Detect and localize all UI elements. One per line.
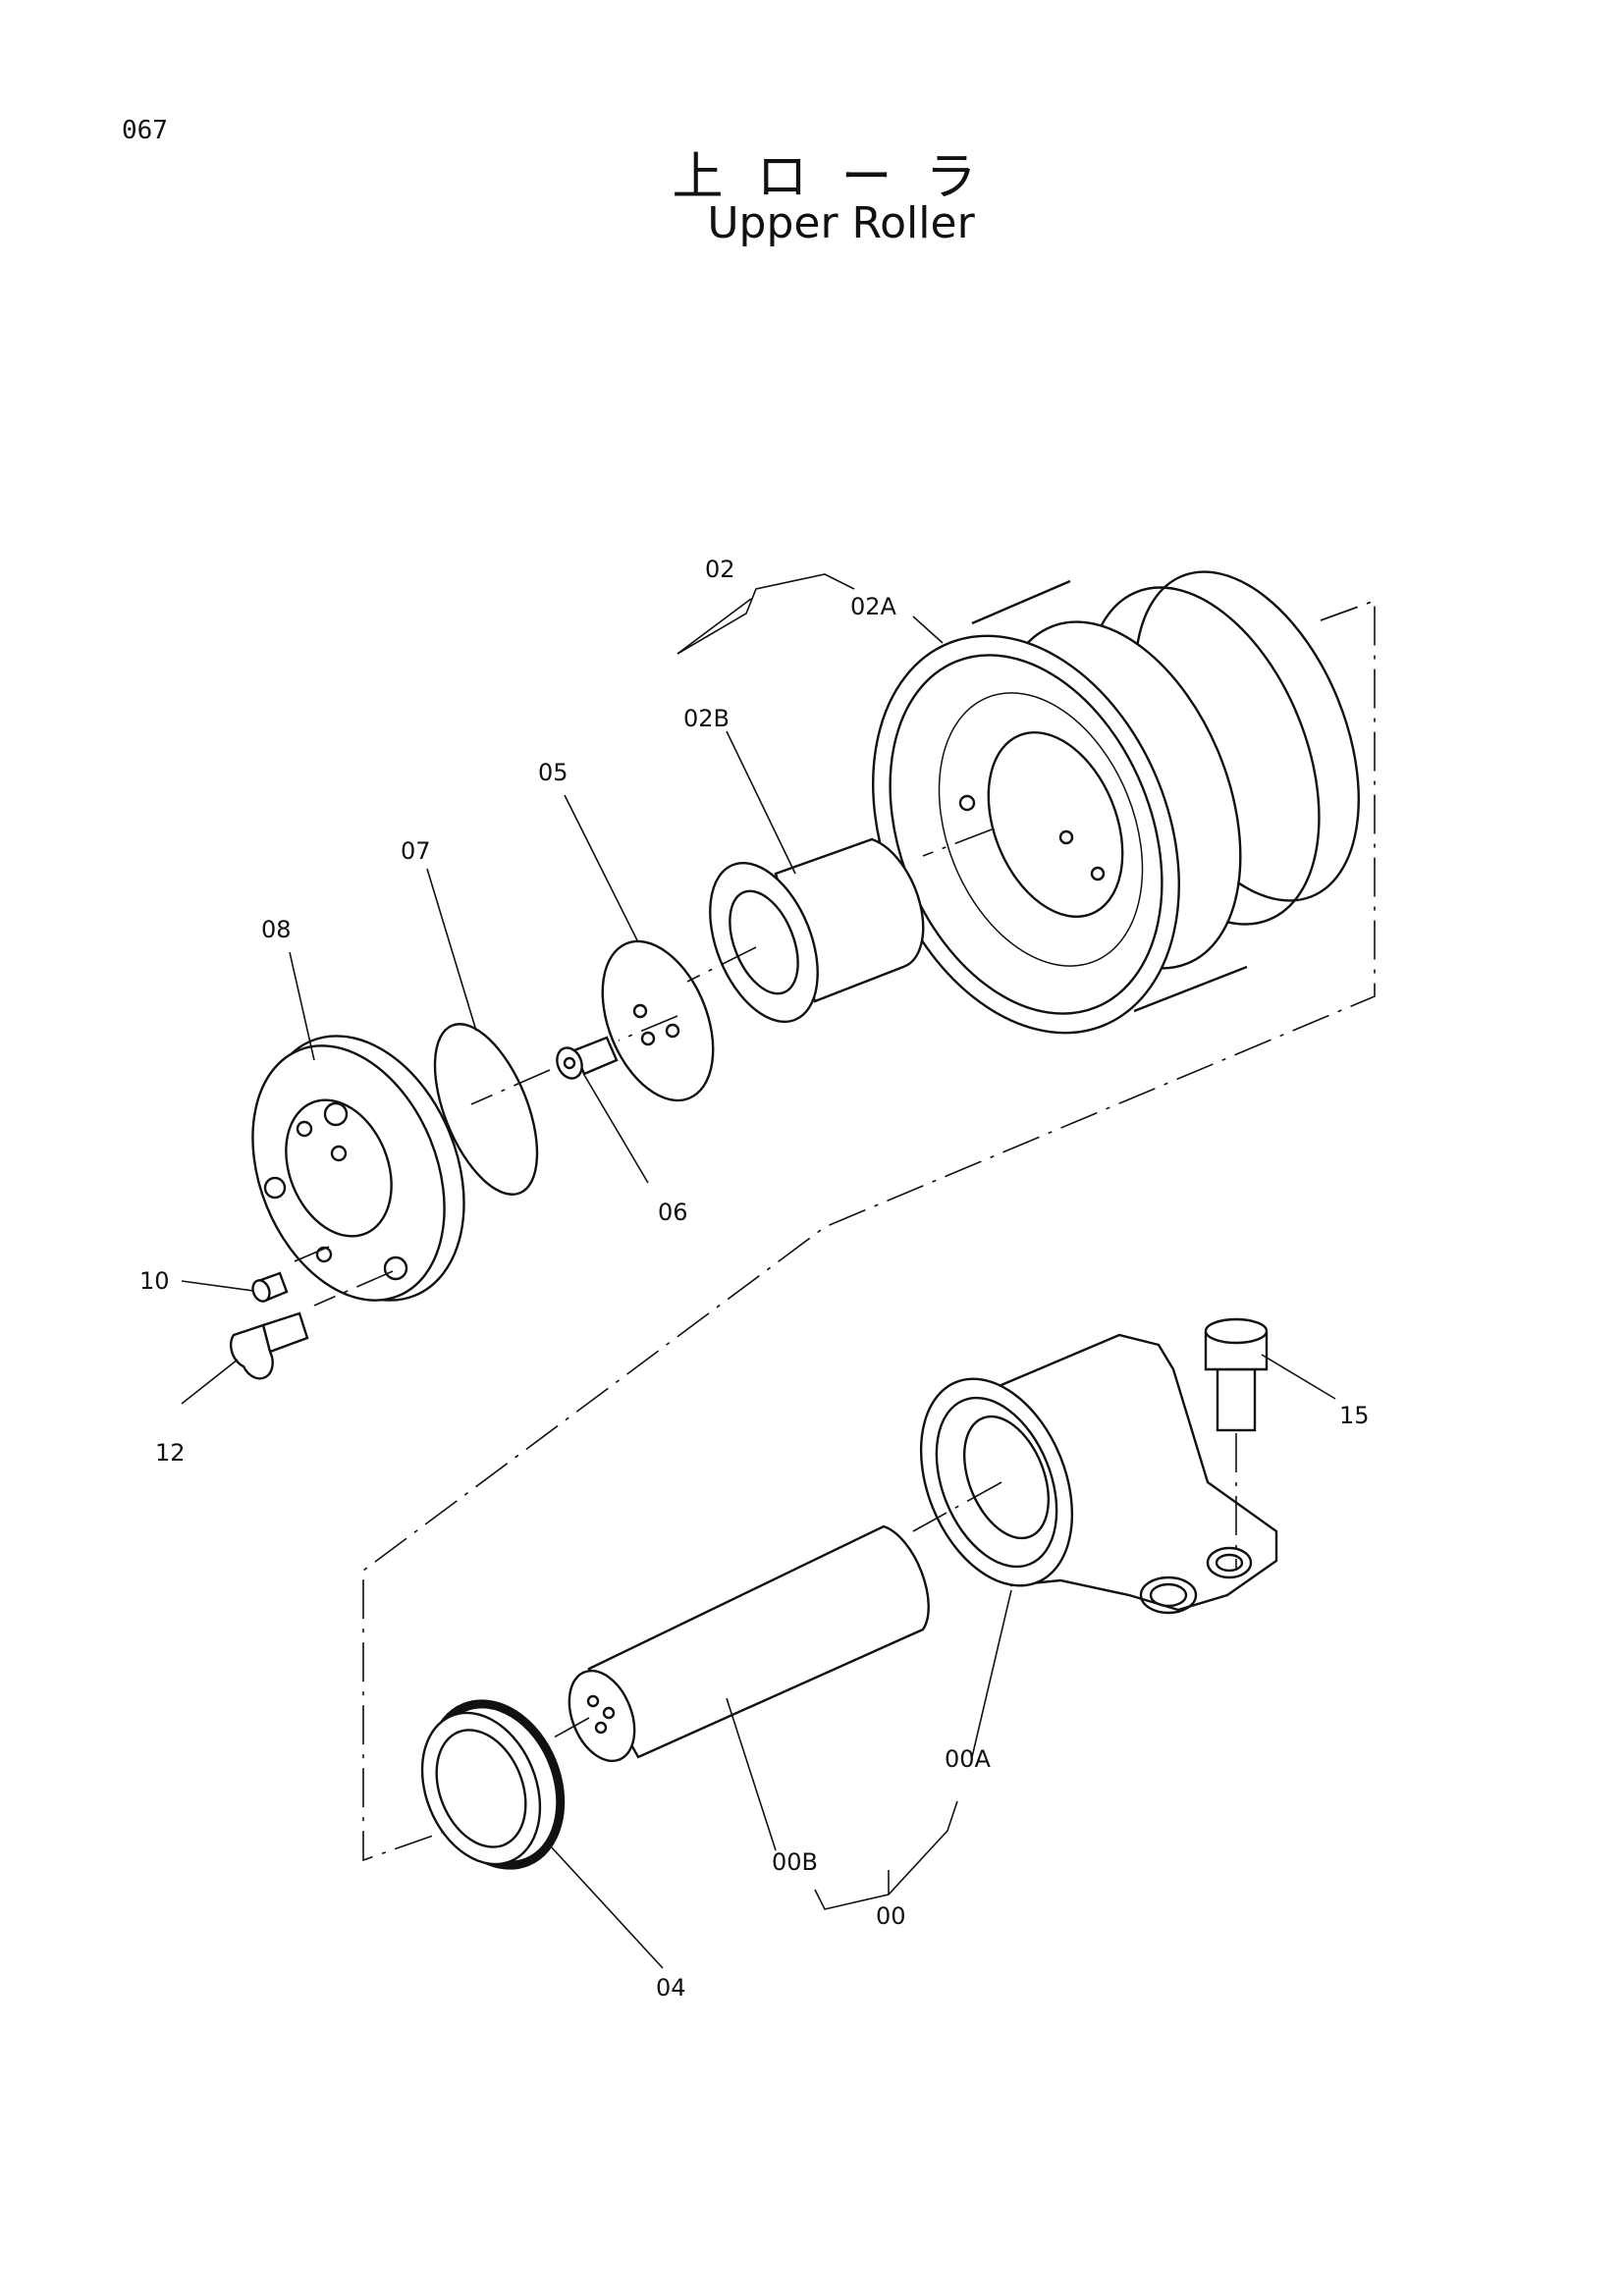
title-japanese: 上ローラ bbox=[672, 148, 1010, 207]
callout-00a: 00A bbox=[945, 1745, 992, 1773]
part-08-cover bbox=[251, 1035, 465, 1302]
part-15-hex-bolt bbox=[1204, 1317, 1269, 1432]
callout-05: 05 bbox=[538, 759, 568, 786]
callout-15: 15 bbox=[1339, 1402, 1370, 1429]
part-05-plate bbox=[601, 939, 715, 1102]
callout-07: 07 bbox=[401, 837, 431, 865]
callout-labels: 02 02A 02B 05 07 08 06 10 12 15 00A 00B … bbox=[139, 556, 1370, 2002]
part-07-o-ring bbox=[433, 1023, 539, 1196]
part-02b-bushing bbox=[709, 837, 925, 1024]
title-english: Upper Roller bbox=[707, 198, 975, 248]
callout-12: 12 bbox=[155, 1439, 186, 1467]
callout-02: 02 bbox=[705, 556, 735, 583]
part-00a-bracket bbox=[919, 1333, 1278, 1615]
part-10-set-screw bbox=[251, 1271, 289, 1303]
part-02a-roller-wheel bbox=[872, 570, 1360, 1035]
part-06-socket-bolt bbox=[556, 1036, 619, 1080]
callout-04: 04 bbox=[656, 1974, 686, 2002]
callout-02a: 02A bbox=[850, 593, 897, 620]
callout-00b: 00B bbox=[772, 1848, 818, 1876]
callout-02b: 02B bbox=[683, 705, 730, 732]
assembly-outline bbox=[362, 599, 1376, 1862]
callout-00: 00 bbox=[876, 1902, 906, 1930]
leader-lines bbox=[181, 573, 1336, 1969]
callout-10: 10 bbox=[139, 1267, 170, 1295]
part-00b-shaft bbox=[568, 1524, 930, 1763]
part-04-seal bbox=[420, 1699, 566, 1870]
page-number: 067 bbox=[122, 116, 168, 145]
center-axis-lines bbox=[294, 828, 1237, 1743]
callout-06: 06 bbox=[658, 1199, 688, 1226]
callout-08: 08 bbox=[261, 916, 292, 943]
part-12-hex-bolt bbox=[229, 1311, 309, 1380]
